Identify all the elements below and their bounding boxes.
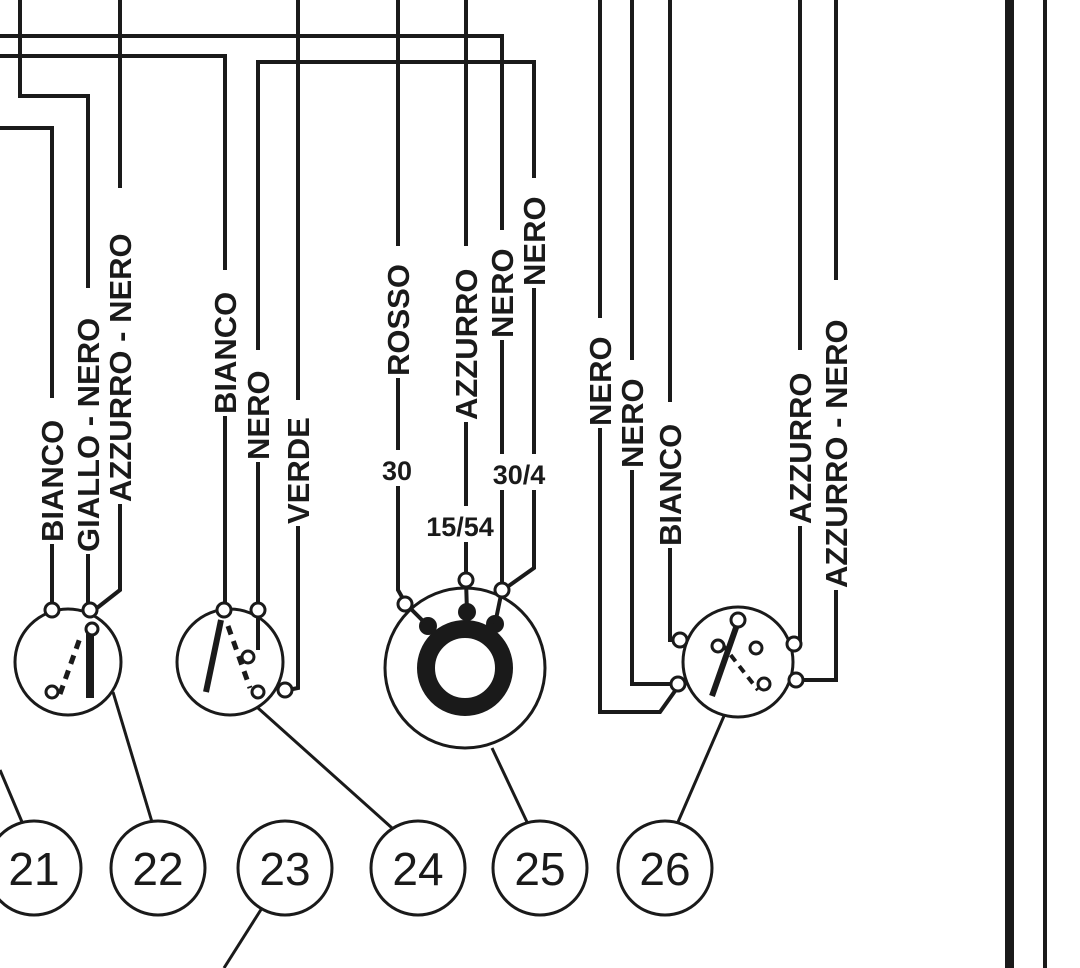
component-22-marker: 22	[109, 819, 207, 917]
terminal-30-label: 30	[382, 456, 412, 486]
leader-lines	[0, 691, 726, 968]
terminal-30-4-label: 30/4	[493, 460, 546, 490]
switch-22	[13, 601, 123, 717]
label-c24-verde: VERDE	[281, 417, 316, 524]
component-26-label: 26	[639, 843, 690, 895]
label-c25-azzurro: AZZURRO	[449, 268, 484, 420]
component-23-marker: 23	[236, 819, 334, 917]
wire-labels: BIANCO GIALLO - NERO AZZURRO - NERO BIAN…	[35, 178, 854, 590]
component-26-marker: 26	[616, 819, 714, 917]
component-25-label: 25	[514, 843, 565, 895]
component-number-circles: 21 22 23 24 25 26	[0, 819, 714, 917]
wire-c24-verde	[287, 0, 300, 692]
wire-c26-azzurro	[792, 0, 802, 646]
component-24-label: 24	[392, 843, 443, 895]
wire-c25-nero-1	[0, 34, 504, 586]
component-24-marker: 24	[369, 819, 467, 917]
component-21-label: 21	[8, 843, 59, 895]
label-c25-rosso: ROSSO	[381, 264, 416, 376]
label-c26-nero-1: NERO	[583, 336, 618, 426]
label-c26-bianco: BIANCO	[653, 424, 688, 546]
terminal-labels: 30 15/54 30/4	[378, 450, 552, 542]
label-c22-bianco: BIANCO	[35, 420, 70, 542]
terminal-15-54-label: 15/54	[426, 512, 494, 542]
label-c24-bianco: BIANCO	[208, 292, 243, 414]
wire-c26-nero-2	[630, 0, 678, 686]
label-c26-nero-2: NERO	[615, 378, 650, 468]
component-23-label: 23	[259, 843, 310, 895]
component-22-label: 22	[132, 843, 183, 895]
wire-c26-azzurro-nero	[796, 0, 838, 682]
component-21-marker: 21	[0, 819, 83, 917]
wire-c24-bianco	[0, 54, 227, 608]
label-c25-nero-1: NERO	[485, 248, 520, 338]
label-c22-giallo-nero: GIALLO - NERO	[71, 318, 106, 552]
frame-right-border	[1005, 0, 1047, 968]
label-c25-nero-2: NERO	[517, 196, 552, 286]
ignition-switch-25	[383, 571, 547, 750]
label-c26-azzurro-nero: AZZURRO - NERO	[819, 319, 854, 588]
switch-26	[669, 605, 805, 719]
label-c26-azzurro: AZZURRO	[783, 372, 818, 524]
switch-24	[175, 601, 294, 717]
label-c22-azzurro-nero: AZZURRO - NERO	[103, 233, 138, 502]
label-c24-nero: NERO	[241, 370, 276, 460]
wire-c24-nero	[256, 60, 536, 608]
component-25-marker: 25	[491, 819, 589, 917]
